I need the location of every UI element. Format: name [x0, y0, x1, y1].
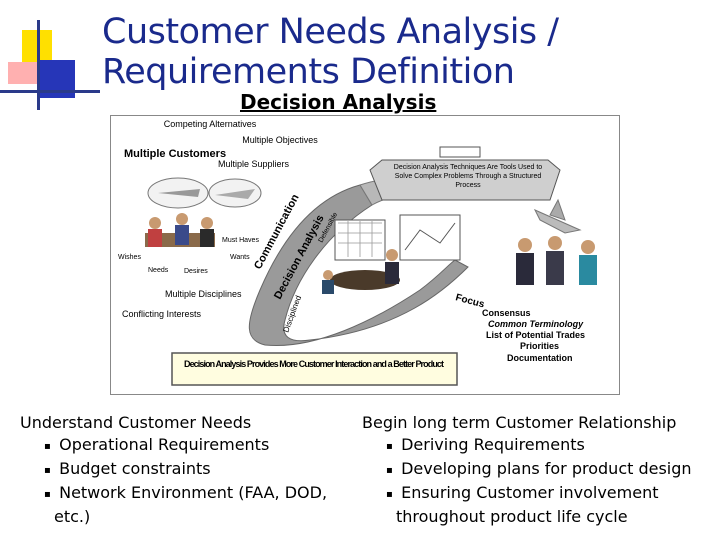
aircraft-bubble-icon — [147, 177, 209, 209]
bullet-icon: ▪ — [386, 441, 393, 452]
banner-text: Decision Analysis Provides More Customer… — [184, 359, 444, 369]
toolbox-icon — [369, 146, 561, 201]
right-bullet-item: ▪ Deriving Requirements — [362, 434, 712, 458]
competing-alternatives-label: Competing Alternatives — [164, 119, 257, 129]
bullet-icon: ▪ — [386, 489, 393, 500]
needs-label: Needs — [148, 267, 169, 274]
desires-label: Desires — [184, 268, 208, 275]
common-terminology-label: Common Terminology — [488, 319, 584, 329]
multiple-disciplines-label: Multiple Disciplines — [165, 289, 242, 299]
bullet-icon: ▪ — [386, 465, 393, 476]
right-bullet-list: Begin long term Customer Relationship ▪ … — [362, 412, 712, 528]
priorities-label: Priorities — [520, 341, 559, 351]
right-bullet-continuation: throughout product life cycle — [396, 507, 628, 526]
jet-bubble-icon — [208, 178, 262, 208]
title-line-2: Requirements Definition — [102, 52, 515, 92]
potential-trades-label: List of Potential Trades — [486, 330, 585, 340]
multiple-suppliers-label: Multiple Suppliers — [218, 159, 290, 169]
toolbox-text: Decision Analysis Techniques Are Tools U… — [393, 164, 543, 189]
decision-analysis-diagram: Competing Alternatives Multiple Objectiv… — [110, 115, 620, 395]
must-haves-label: Must Haves — [222, 237, 259, 244]
left-bullet-item: ▪ Network Environment (FAA, DOD, — [20, 482, 350, 506]
decoration-squares-icon — [0, 20, 100, 110]
left-bullet-continuation: etc.) — [54, 507, 91, 526]
left-bullet-item: ▪ Budget constraints — [20, 458, 350, 482]
left-bullet-heading: Understand Customer Needs — [20, 413, 252, 432]
conflicting-interests-label: Conflicting Interests — [122, 309, 202, 319]
consensus-label: Consensus — [482, 308, 531, 318]
right-bullet-item: ▪ Ensuring Customer involvement — [362, 482, 712, 506]
wants-label: Wants — [230, 254, 250, 261]
right-bullet-item: ▪ Developing plans for product design — [362, 458, 712, 482]
process-ribbon — [248, 184, 469, 347]
decision-meeting-icon — [322, 214, 461, 294]
multiple-customers-label: Multiple Customers — [124, 148, 226, 160]
meeting-group-icon — [145, 213, 215, 247]
bullet-icon: ▪ — [44, 441, 51, 452]
documentation-label: Documentation — [507, 353, 573, 363]
bullet-icon: ▪ — [44, 489, 51, 500]
multiple-objectives-label: Multiple Objectives — [242, 135, 318, 145]
right-bullet-heading: Begin long term Customer Relationship — [362, 413, 677, 432]
title-line-1: Customer Needs Analysis / — [102, 12, 559, 52]
left-bullet-list: Understand Customer Needs ▪ Operational … — [20, 412, 350, 528]
fighter-jet-icon — [533, 198, 582, 234]
diagram-subtitle: Decision Analysis — [240, 90, 437, 114]
slide-title: Customer Needs Analysis / Requirements D… — [102, 12, 559, 92]
diagram-canvas: Competing Alternatives Multiple Objectiv… — [110, 115, 620, 395]
title-decoration — [0, 0, 100, 110]
bullet-icon: ▪ — [44, 465, 51, 476]
wishes-label: Wishes — [118, 254, 141, 261]
banner-box — [171, 352, 458, 386]
handshake-group-icon — [516, 236, 597, 285]
left-bullet-item: ▪ Operational Requirements — [20, 434, 350, 458]
